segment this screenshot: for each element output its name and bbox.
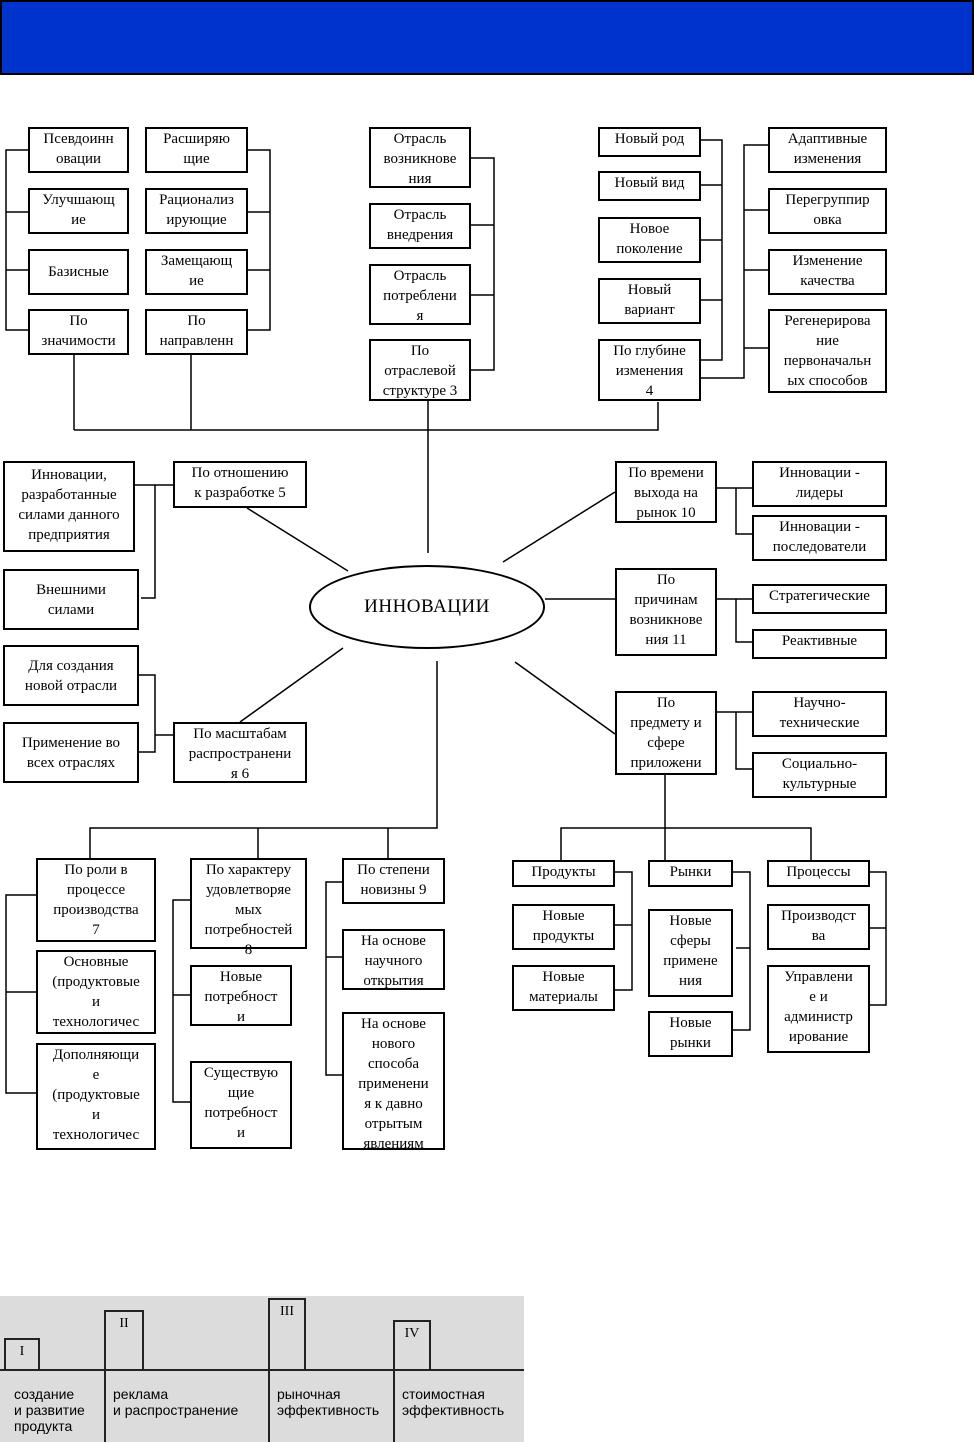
box-new-variant: Новый вариант bbox=[598, 278, 701, 324]
box-regrouping: Перегруппир овка bbox=[768, 188, 887, 234]
box-improving: Улучшающ ие bbox=[28, 188, 129, 234]
box-by-significance: По значимости bbox=[28, 309, 129, 355]
box-by-subject-and-sphere: По предмету и сфере приложени bbox=[615, 691, 717, 775]
box-industry-implementation: Отрасль внедрения bbox=[369, 203, 471, 249]
box-by-scale-of-spread: По масштабам распространени я 6 bbox=[173, 722, 307, 783]
box-new-method: На основе нового способа применени я к д… bbox=[342, 1012, 445, 1152]
box-basic-product-tech: Основные (продуктовые и технологичес bbox=[36, 950, 156, 1034]
box-new-generation: Новое поколение bbox=[598, 217, 701, 263]
stage-1-box: I bbox=[4, 1338, 40, 1369]
box-basic: Базисные bbox=[28, 249, 129, 295]
box-external-forces: Внешними силами bbox=[3, 569, 139, 630]
box-by-role-in-production: По роли в процессе производства 7 bbox=[36, 858, 156, 942]
stage-2-label: реклама и распространение bbox=[113, 1386, 239, 1418]
box-new-genus: Новый род bbox=[598, 127, 701, 157]
box-by-degree-of-novelty: По степени новизны 9 bbox=[342, 858, 445, 904]
box-all-industries: Применение во всех отраслях bbox=[3, 722, 139, 783]
box-by-nature-of-needs: По характеру удовлетворяе мых потребност… bbox=[190, 858, 307, 958]
box-reactive: Реактивные bbox=[752, 629, 887, 659]
box-new-spheres: Новые сферы примене ния bbox=[648, 909, 733, 997]
box-new-products: Новые продукты bbox=[512, 904, 615, 950]
box-products: Продукты bbox=[512, 860, 615, 887]
box-internal-development: Инновации, разработанные силами данного … bbox=[3, 461, 135, 552]
box-industry-consumption: Отрасль потреблени я bbox=[369, 264, 471, 325]
box-by-time-to-market: По времени выхода на рынок 10 bbox=[615, 461, 717, 523]
box-complementary: Дополняющи е (продуктовые и технологичес bbox=[36, 1043, 156, 1150]
box-new-industry: Для создания новой отрасли bbox=[3, 645, 139, 706]
stage-3-box: III bbox=[268, 1298, 306, 1369]
box-quality-change: Изменение качества bbox=[768, 249, 887, 295]
stage-separator bbox=[104, 1371, 106, 1442]
box-industry-origin: Отрасль возникнове ния bbox=[369, 127, 471, 188]
box-by-depth-of-change: По глубине изменения 4 bbox=[598, 339, 701, 401]
box-leaders: Инновации - лидеры bbox=[752, 461, 887, 507]
stages-baseline bbox=[0, 1369, 524, 1371]
box-by-industry-structure: По отраслевой структуре 3 bbox=[369, 339, 471, 401]
box-by-direction: По направленн bbox=[145, 309, 248, 355]
stage-3-label: рыночная эффективность bbox=[277, 1386, 380, 1418]
box-adaptive-changes: Адаптивные изменения bbox=[768, 127, 887, 173]
box-new-materials: Новые материалы bbox=[512, 965, 615, 1011]
stage-separator bbox=[268, 1371, 270, 1442]
box-new-needs: Новые потребност и bbox=[190, 965, 292, 1026]
stage-4-box: IV bbox=[393, 1320, 431, 1369]
box-new-markets: Новые рынки bbox=[648, 1011, 733, 1057]
box-replacing: Замещающ ие bbox=[145, 249, 248, 295]
box-existing-needs: Существую щие потребност и bbox=[190, 1061, 292, 1149]
box-scientific-technical: Научно- технические bbox=[752, 691, 887, 737]
stage-4-label: стоимостная эффективность bbox=[402, 1386, 505, 1418]
box-rationalizing: Рационализ ирующие bbox=[145, 188, 248, 234]
stage-2-box: II bbox=[104, 1310, 144, 1369]
title-banner bbox=[0, 0, 974, 75]
stage-separator bbox=[393, 1371, 395, 1442]
box-scientific-discovery: На основе научного открытия bbox=[342, 929, 445, 990]
box-processes: Процессы bbox=[767, 860, 870, 887]
center-innovations: ИННОВАЦИИ bbox=[309, 565, 545, 649]
box-new-species: Новый вид bbox=[598, 171, 701, 201]
box-markets: Рынки bbox=[648, 860, 733, 887]
box-regeneration: Регенерирова ние первоначальн ых способо… bbox=[768, 309, 887, 393]
box-by-causes: По причинам возникнове ния 11 bbox=[615, 568, 717, 656]
box-strategic: Стратегические bbox=[752, 584, 887, 614]
box-socio-cultural: Социально- культурные bbox=[752, 752, 887, 798]
stages-figure: I II III IV создание и развитие продукта… bbox=[0, 1296, 524, 1442]
box-production: Производст ва bbox=[767, 904, 870, 950]
stage-1-label: создание и развитие продукта bbox=[14, 1386, 85, 1434]
box-management: Управлени е и администр ирование bbox=[767, 965, 870, 1053]
box-expanding: Расширяю щие bbox=[145, 127, 248, 173]
box-by-relation-to-development: По отношению к разработке 5 bbox=[173, 461, 307, 508]
box-followers: Инновации - последователи bbox=[752, 515, 887, 561]
box-pseudo-innovations: Псевдоинн овации bbox=[28, 127, 129, 173]
